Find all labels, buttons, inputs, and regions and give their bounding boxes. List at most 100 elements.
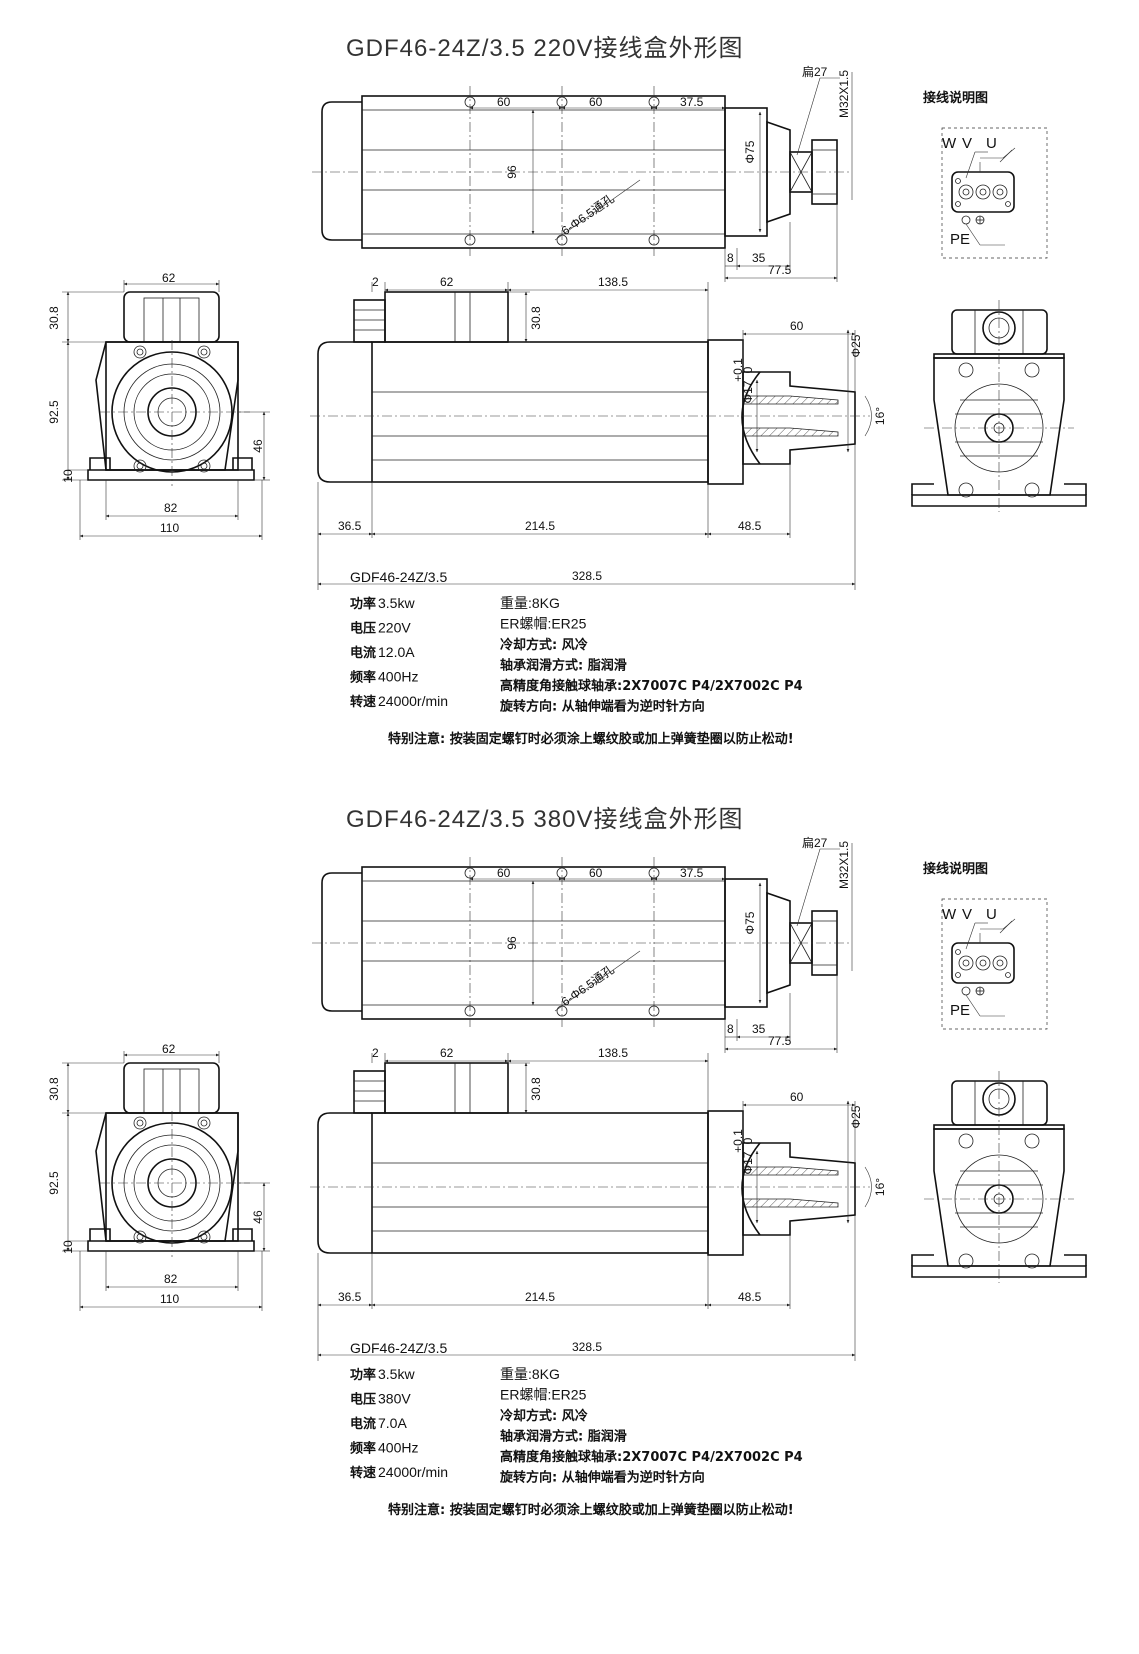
sheet-1-geometry: [62, 72, 1086, 590]
spec-value-0: 3.5kw: [378, 595, 415, 611]
dim-step: 8: [727, 251, 734, 265]
sheet-2-geometry: [62, 843, 1086, 1361]
spec-right-4: 高精度角接触球轴承:2X7007C P4/2X7002C P4: [500, 678, 803, 694]
dim-rear: 36.5: [338, 519, 362, 533]
spec-value-4: 24000r/min: [378, 1464, 448, 1480]
spec-right-1: ER螺帽:ER25: [500, 1387, 587, 1403]
dim-nut-width: 扁27: [802, 836, 828, 850]
spec-right-3: 轴承润滑方式: 脂润滑: [500, 1429, 627, 1445]
dim-end-height: 92.5: [47, 1171, 61, 1195]
spec-label-1: 电压: [350, 621, 376, 637]
spec-value-2: 7.0A: [378, 1415, 407, 1431]
spec-value-1: 380V: [378, 1391, 411, 1407]
spec-label-4: 转速: [350, 694, 376, 710]
dim-bore-tol-upper: +0.1: [731, 358, 745, 382]
dim-end-height: 92.5: [47, 400, 61, 424]
dim-box-offset: 138.5: [598, 1046, 628, 1060]
dim-nose-dia: Φ25: [849, 334, 863, 357]
dim-nose-length: 60: [790, 1090, 804, 1104]
spec-model: GDF46-24Z/3.5: [350, 1340, 447, 1356]
dim-gap: 2: [372, 275, 379, 289]
dim-hole-pitch-2: 60: [589, 866, 603, 880]
dim-bore-dia: Φ17: [741, 380, 755, 403]
wiring-title: 接线说明图: [923, 861, 988, 877]
spec-value-4: 24000r/min: [378, 693, 448, 709]
dim-base-thickness: 10: [61, 469, 75, 483]
pe-label: PE: [950, 1002, 970, 1019]
spec-value-3: 400Hz: [378, 669, 418, 685]
terminal-label-0: W: [942, 906, 957, 923]
dim-hole-pitch-1: 60: [497, 95, 511, 109]
dim-flange-dia: Φ75: [743, 140, 757, 163]
dim-rear: 36.5: [338, 1290, 362, 1304]
spec-model: GDF46-24Z/3.5: [350, 569, 447, 585]
spec-right-4: 高精度角接触球轴承:2X7007C P4/2X7002C P4: [500, 1449, 803, 1465]
dim-end-box-height: 30.8: [47, 1077, 61, 1101]
drawing-title: GDF46-24Z/3.5 220V接线盒外形图: [346, 35, 743, 62]
spec-value-0: 3.5kw: [378, 1366, 415, 1382]
wiring-title: 接线说明图: [923, 90, 988, 106]
drawing-title: GDF46-24Z/3.5 380V接线盒外形图: [346, 806, 743, 833]
pe-label: PE: [950, 231, 970, 248]
dim-holes-note: 6-Φ6.5通孔: [559, 963, 617, 1009]
dim-box-offset: 138.5: [598, 275, 628, 289]
spec-value-2: 12.0A: [378, 644, 415, 660]
dim-thread: M32X1.5: [837, 70, 851, 118]
dim-nose-total: 77.5: [768, 1034, 792, 1048]
dim-hole-pitch-1: 60: [497, 866, 511, 880]
dim-box-width: 62: [162, 1042, 176, 1056]
dim-overall: 328.5: [572, 569, 602, 583]
spec-label-2: 电流: [350, 645, 376, 661]
spec-value-3: 400Hz: [378, 1440, 418, 1456]
terminal-label-1: V: [962, 135, 972, 152]
dim-step: 8: [727, 1022, 734, 1036]
spec-right-1: ER螺帽:ER25: [500, 616, 587, 632]
dim-end-box-height: 30.8: [47, 306, 61, 330]
spec-note: 特别注意: 按装固定螺钉时必须涂上螺纹胶或加上弹簧垫圈以防止松动!: [388, 731, 794, 747]
dim-box-length: 62: [440, 1046, 454, 1060]
dim-hole-pitch-2: 60: [589, 95, 603, 109]
dim-box-height: 30.8: [529, 306, 543, 330]
spec-right-5: 旋转方向: 从轴伸端看为逆时针方向: [499, 699, 705, 715]
spec-note: 特别注意: 按装固定螺钉时必须涂上螺纹胶或加上弹簧垫圈以防止松动!: [388, 1502, 794, 1518]
dim-box-length: 62: [440, 275, 454, 289]
dim-thread: M32X1.5: [837, 841, 851, 889]
dim-taper: 16°: [873, 407, 887, 425]
dim-body: 214.5: [525, 519, 555, 533]
dim-height-96: 96: [505, 936, 519, 950]
dim-nose-dia: Φ25: [849, 1105, 863, 1128]
dim-bore-tol-lower: 0: [741, 366, 755, 373]
spec-label-3: 频率: [350, 670, 376, 686]
dim-nose: 35: [752, 1022, 766, 1036]
dim-bore-dia: Φ17: [741, 1151, 755, 1174]
dim-flange-dia: Φ75: [743, 911, 757, 934]
dim-front: 48.5: [738, 1290, 762, 1304]
spec-label-1: 电压: [350, 1392, 376, 1408]
spec-label-0: 功率: [350, 1367, 376, 1383]
dim-base-width: 110: [160, 1292, 179, 1306]
dim-overall: 328.5: [572, 1340, 602, 1354]
spec-label-4: 转速: [350, 1465, 376, 1481]
dim-nose-total: 77.5: [768, 263, 792, 277]
dim-nose-length: 60: [790, 319, 804, 333]
dim-mount-pitch: 82: [164, 1272, 178, 1286]
spec-right-0: 重量:8KG: [500, 1366, 560, 1382]
dim-bore-tol-upper: +0.1: [731, 1129, 745, 1153]
dim-nut-width: 扁27: [802, 65, 828, 79]
spec-label-0: 功率: [350, 596, 376, 612]
dim-body: 214.5: [525, 1290, 555, 1304]
terminal-label-0: W: [942, 135, 957, 152]
dim-box-height: 30.8: [529, 1077, 543, 1101]
spec-right-2: 冷却方式: 风冷: [500, 637, 588, 653]
dim-hole-offset: 37.5: [680, 866, 704, 880]
dim-holes-note: 6-Φ6.5通孔: [559, 192, 617, 238]
terminal-label-2: U: [986, 906, 997, 923]
dim-front: 48.5: [738, 519, 762, 533]
spec-right-5: 旋转方向: 从轴伸端看为逆时针方向: [499, 1470, 705, 1486]
dim-gap: 2: [372, 1046, 379, 1060]
dim-base-width: 110: [160, 521, 179, 535]
dim-height-96: 96: [505, 165, 519, 179]
